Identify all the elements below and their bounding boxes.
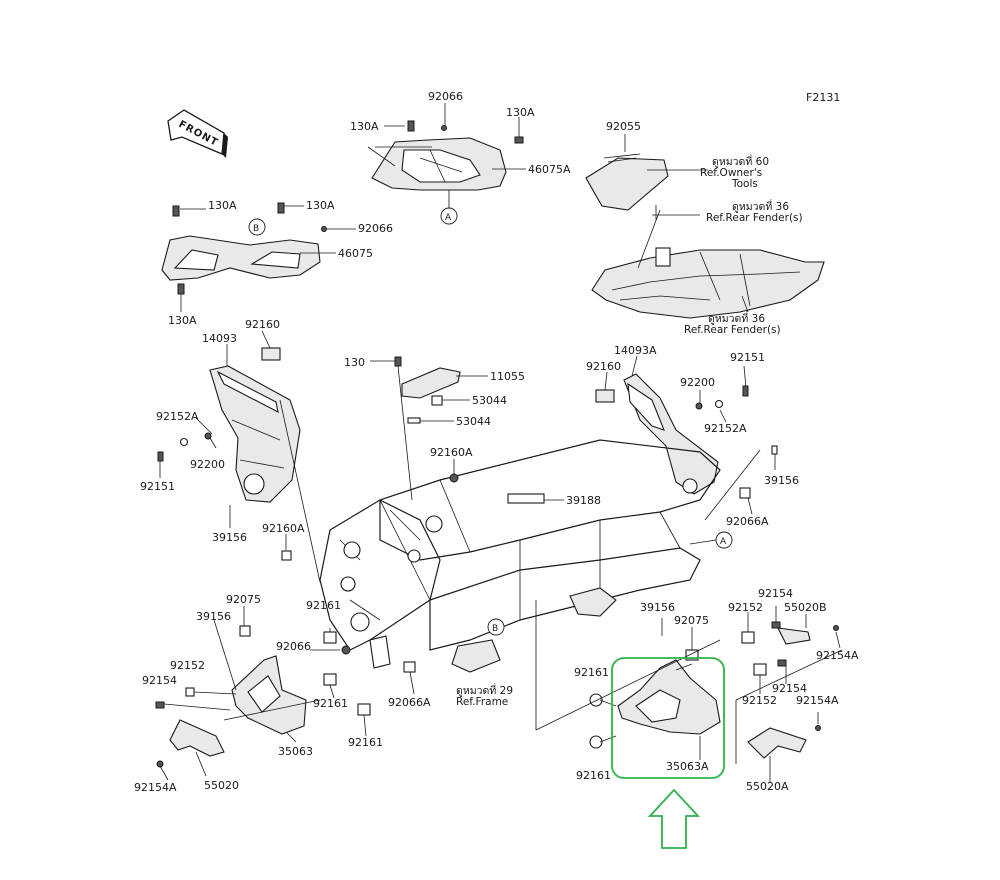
circle-ref-a-frame: A: [715, 531, 733, 549]
svg-text:ดูหมวดที่ 29: ดูหมวดที่ 29: [456, 683, 513, 697]
part-label: 92152: [742, 694, 777, 707]
highlight-box: [611, 657, 725, 779]
part-label: 92152: [728, 601, 763, 614]
part-label: 92154A: [816, 649, 859, 662]
part-label: 130A: [168, 314, 197, 327]
bracket-46075a-drawing: [371, 120, 524, 191]
part-label: 92055: [606, 120, 641, 133]
highlight-up-arrow: [647, 788, 701, 849]
part-label: 92151: [140, 480, 175, 493]
circle-ref-a-top: A: [440, 207, 458, 225]
part-label: 92152A: [704, 422, 747, 435]
part-label: 130A: [506, 106, 535, 119]
part-label: 11055: [490, 370, 525, 383]
main-frame-drawing: [319, 439, 721, 673]
part-label: 92066: [428, 90, 463, 103]
part-label: 130A: [350, 120, 379, 133]
part-label: 130A: [208, 199, 237, 212]
part-label: 39156: [196, 610, 231, 623]
circle-ref-b-frame: B: [487, 618, 505, 636]
part-label: 39188: [566, 494, 601, 507]
svg-text:ดูหมวดที่ 60: ดูหมวดที่ 60: [712, 154, 769, 168]
part-label: 92154A: [796, 694, 839, 707]
part-label: 53044: [456, 415, 491, 428]
part-label: 92154: [142, 674, 177, 687]
svg-text:Ref.Rear Fender(s): Ref.Rear Fender(s): [706, 212, 803, 224]
svg-text:A: A: [720, 537, 727, 547]
part-label: 92066: [358, 222, 393, 235]
figure-code: F2131: [806, 91, 840, 104]
part-label: 130: [344, 356, 365, 369]
part-label: 92160: [586, 360, 621, 373]
part-label: 92075: [226, 593, 261, 606]
part-label: 55020A: [746, 780, 789, 793]
svg-text:Ref.Owner's: Ref.Owner's: [700, 167, 762, 179]
part-label: 92161: [574, 666, 609, 679]
part-label: 92066A: [726, 515, 769, 528]
part-label: 92160: [245, 318, 280, 331]
ref-owners-tools: ดูหมวดที่ 60 Ref.Owner's Tools: [700, 154, 769, 190]
ref-rear-fender-bottom: ดูหมวดที่ 36 Ref.Rear Fender(s): [684, 311, 781, 336]
part-label: 55020B: [784, 601, 827, 614]
svg-text:Ref.Rear Fender(s): Ref.Rear Fender(s): [684, 324, 781, 336]
part-label: 92151: [730, 351, 765, 364]
part-label: 92154A: [134, 781, 177, 794]
part-label: 39156: [640, 601, 675, 614]
part-label: 35063: [278, 745, 313, 758]
svg-text:A: A: [445, 213, 452, 223]
circle-ref-b-top: B: [248, 218, 266, 236]
part-label: 92152A: [156, 410, 199, 423]
part-label: 92152: [170, 659, 205, 672]
part-label: 53044: [472, 394, 507, 407]
part-label: 55020: [204, 779, 239, 792]
part-label: 92160A: [262, 522, 305, 535]
part-label: 92075: [674, 614, 709, 627]
part-label: 46075A: [528, 163, 571, 176]
part-label: 92160A: [430, 446, 473, 459]
part-label: 92161: [313, 697, 348, 710]
part-label: 35063A: [666, 760, 709, 773]
side-cover-14093a-drawing: [595, 373, 719, 495]
svg-text:ดูหมวดที่ 36: ดูหมวดที่ 36: [732, 199, 789, 213]
part-label: 92200: [190, 458, 225, 471]
svg-text:Tools: Tools: [731, 178, 758, 190]
part-label: 46075: [338, 247, 373, 260]
part-label: 92161: [306, 599, 341, 612]
part-label: 14093: [202, 332, 237, 345]
front-direction-arrow: FRONT: [167, 109, 228, 158]
tool-cover-drawing: [585, 153, 669, 211]
side-cover-14093-drawing: [209, 347, 301, 503]
svg-text:B: B: [492, 624, 498, 634]
part-label: 92154: [772, 682, 807, 695]
part-label: 92154: [758, 587, 793, 600]
bracket-46075-drawing: [161, 202, 327, 295]
ref-frame: ดูหมวดที่ 29 Ref.Frame: [456, 683, 513, 708]
part-label: 92066A: [388, 696, 431, 709]
part-label: 39156: [764, 474, 799, 487]
part-label: 92161: [576, 769, 611, 782]
part-label: 92200: [680, 376, 715, 389]
svg-text:ดูหมวดที่ 36: ดูหมวดที่ 36: [708, 311, 765, 325]
svg-text:B: B: [253, 224, 259, 234]
svg-text:Ref.Frame: Ref.Frame: [456, 696, 508, 708]
part-label: 130A: [306, 199, 335, 212]
part-label: 92161: [348, 736, 383, 749]
ref-rear-fender-top: ดูหมวดที่ 36 Ref.Rear Fender(s): [706, 199, 803, 224]
footpeg-bracket-35063a-drawing: [589, 621, 839, 759]
rear-fender-drawing: [591, 247, 825, 319]
part-label: 14093A: [614, 344, 657, 357]
part-label: 92066: [276, 640, 311, 653]
bracket-11055-drawing: [394, 356, 545, 504]
part-label: 39156: [212, 531, 247, 544]
